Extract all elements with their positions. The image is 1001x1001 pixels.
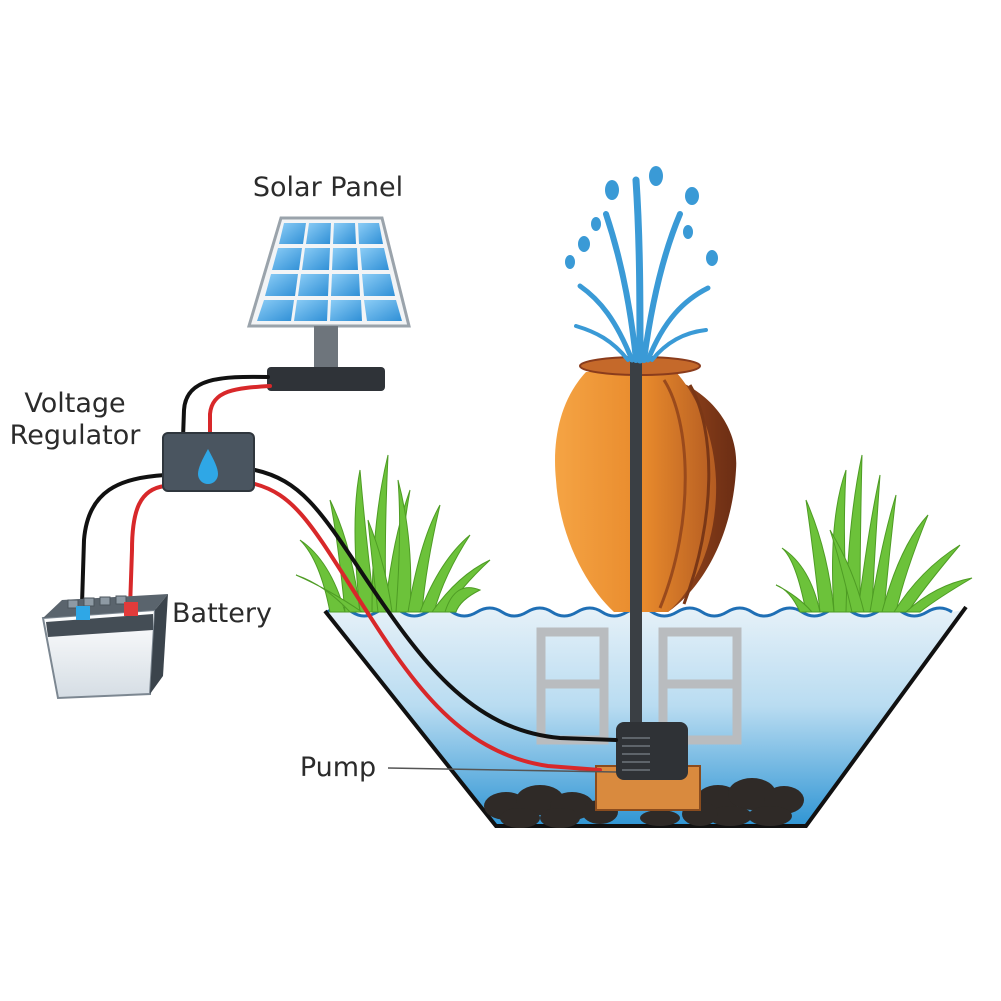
label-pump: Pump [300,752,376,783]
pond-edge [323,605,968,828]
solar-panel [246,216,411,391]
grass-left [295,454,491,613]
grass-right [775,454,973,613]
battery-wire-black [80,473,167,606]
pump-pointer-line [387,767,617,773]
urn-rib-2 [682,384,711,605]
water-droplets [565,166,718,269]
label-battery: Battery [172,598,272,629]
battery-wire-red [128,484,167,610]
pond-water [327,608,964,826]
pump-wiring [253,468,618,772]
panel-wire-red [208,384,272,440]
pump-body [616,722,688,780]
pump-wire-red [253,482,602,772]
solar-panel-base [267,367,385,391]
pump-wire-black [253,468,618,742]
battery-caps [67,595,127,609]
stones [484,778,804,828]
water-jets [574,176,711,364]
urn-rib [658,379,687,609]
battery-terminal-positive [124,602,138,616]
voltage-regulator [162,432,255,492]
solar-panel-post [314,326,338,371]
solar-cells [257,223,402,321]
panel-wire-black [181,374,270,440]
pump-grille [622,737,650,771]
pump [595,722,701,811]
label-voltage: Voltage [24,388,125,419]
wiring [80,374,272,610]
water-drop-icon [198,449,218,484]
label-solar-panel: Solar Panel [253,172,403,203]
battery-terminal-negative [76,606,90,620]
urn [555,356,737,612]
pump-pipe [630,362,642,732]
battery [41,594,168,700]
label-regulator: Regulator [10,420,142,451]
